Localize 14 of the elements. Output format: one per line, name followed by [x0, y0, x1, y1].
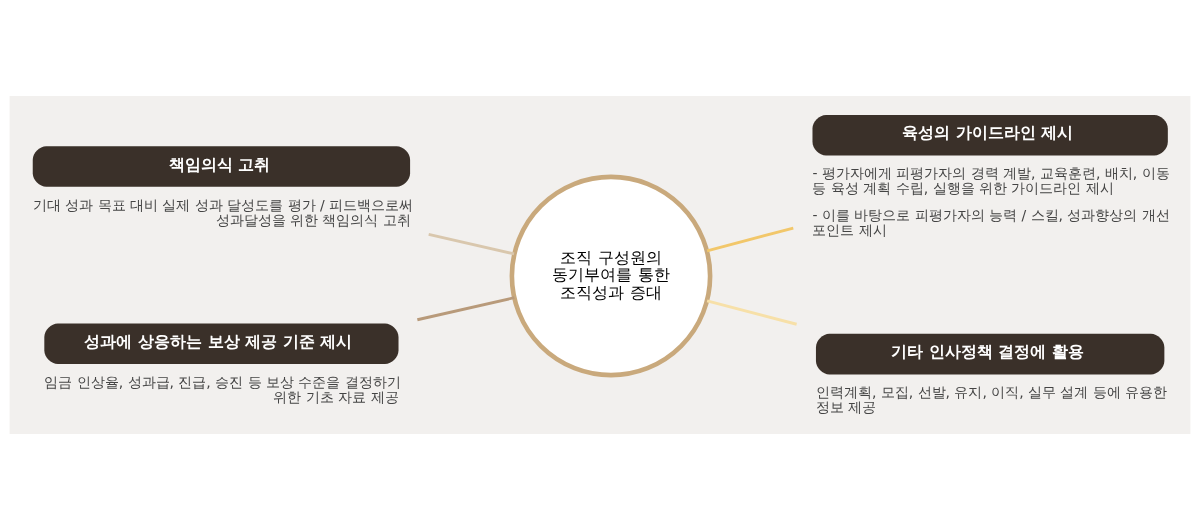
node-label: 기대 성과 목표 대비 실제 성과 달성도를 평가 / 피드백으로써 성과달성을 위한 책임의식 고취 [32, 196, 414, 228]
node-box: 기타 인사정책 결정에 활용 [815, 333, 1165, 375]
node-box: 육성의 가이드라인 제시 [812, 115, 1168, 156]
node-circle: 조직 구성원의 동기부여를 통한 조직성과 증대 [509, 174, 713, 378]
connector [417, 296, 515, 322]
node-label: 임금 인상율, 성과급, 진급, 승진 등 보상 수준을 결정하기 위한 기초 자료 제공 [44, 373, 401, 405]
connector [706, 226, 794, 253]
node-label: 인력계획, 모집, 선발, 유지, 이직, 실무 설계 등에 유용한 정보 제공 [815, 384, 1168, 416]
node-box: 책임의식 고취 [32, 146, 411, 187]
connector [428, 232, 515, 256]
node-label: - 평가자에게 피평가자의 경력 계발, 교육훈련, 배치, 이동 등 육성 계획 수립, 실행을 위한 가이드라인 제시 [812, 165, 1170, 197]
connector [706, 299, 797, 326]
node-label: - 이를 바탕으로 피평가자의 능력 / 스킬, 성과향상의 개선 포인트 제시 [812, 206, 1170, 239]
node-box: 성과에 상응하는 보상 제공 기준 제시 [44, 323, 399, 364]
